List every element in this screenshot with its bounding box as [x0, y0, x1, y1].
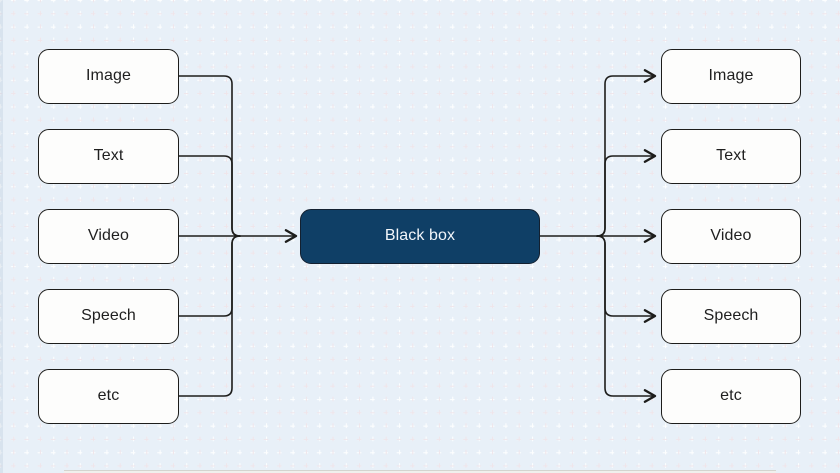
- connector-output-text: [596, 149, 657, 237]
- black-box-node: Black box: [300, 208, 540, 264]
- connector-output-etc: [596, 235, 657, 403]
- connector-input-etc: [178, 235, 241, 397]
- input-node-etc-label: etc: [97, 387, 120, 404]
- input-node-image-label: Image: [86, 67, 131, 84]
- input-node-image: Image: [38, 48, 179, 104]
- output-node-speech-label: Speech: [703, 307, 759, 324]
- input-node-etc: etc: [38, 368, 179, 424]
- output-node-image: Image: [661, 48, 801, 104]
- left-edge-shade: [0, 0, 3, 473]
- output-node-image-label: Image: [708, 67, 754, 84]
- bottom-edge-panel: [64, 470, 776, 473]
- input-node-text: Text: [38, 128, 179, 184]
- output-node-etc-label: etc: [720, 387, 742, 404]
- input-node-speech: Speech: [38, 288, 179, 344]
- output-node-speech: Speech: [661, 288, 801, 344]
- connector-input-speech: [178, 235, 241, 317]
- connector-input-text: [178, 155, 241, 237]
- output-node-text-label: Text: [716, 147, 746, 164]
- input-node-video-label: Video: [87, 227, 130, 244]
- output-node-etc: etc: [661, 368, 801, 424]
- output-node-video: Video: [661, 208, 801, 264]
- output-node-video-label: Video: [710, 227, 752, 244]
- input-node-text-label: Text: [93, 147, 124, 164]
- output-node-text: Text: [661, 128, 801, 184]
- black-box-label: Black box: [384, 227, 456, 244]
- input-node-video: Video: [38, 208, 179, 264]
- input-node-speech-label: Speech: [81, 307, 136, 324]
